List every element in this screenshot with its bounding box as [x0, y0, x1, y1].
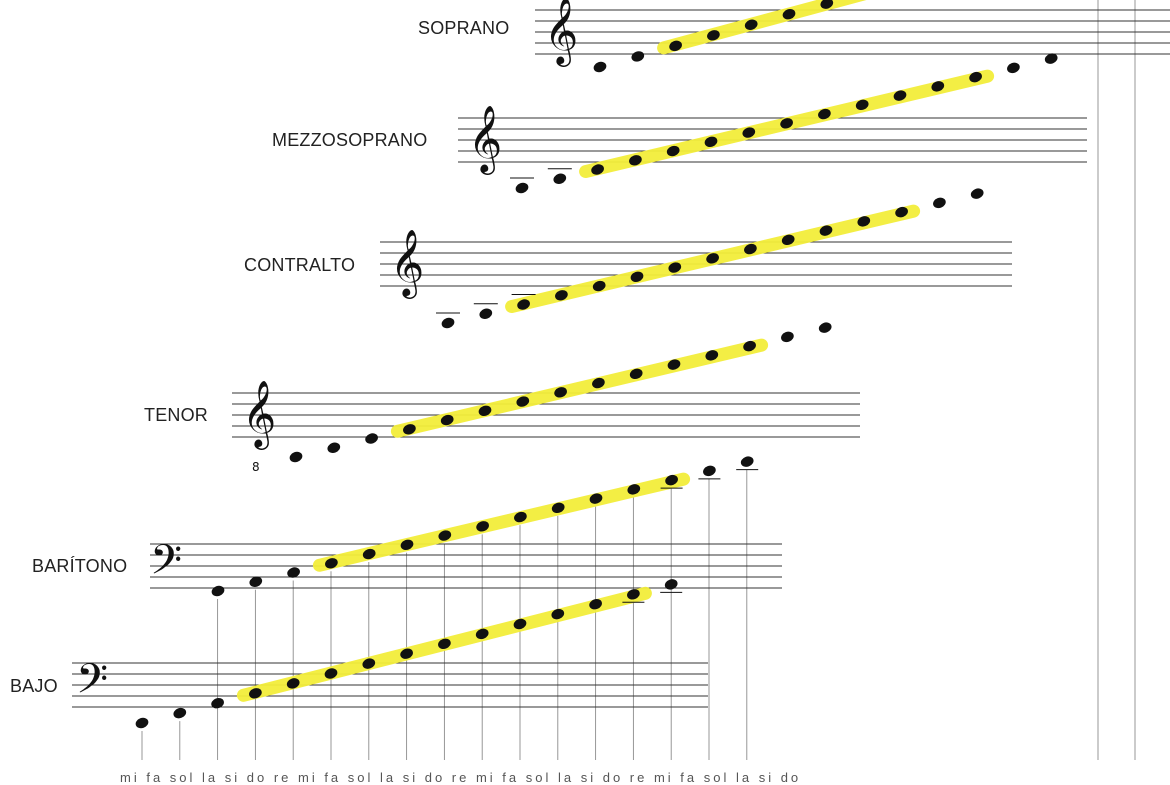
note-head — [514, 181, 530, 195]
note-head — [210, 584, 226, 598]
staff-soprano: 𝄞 — [535, 0, 1170, 74]
treble-clef-icon: 𝄞 — [390, 228, 424, 299]
note-head — [630, 50, 646, 64]
note-head — [969, 187, 985, 201]
note-head — [932, 196, 948, 210]
note-head — [326, 441, 342, 455]
staff-baritono: 𝄢 — [150, 455, 782, 598]
note-head — [780, 330, 796, 344]
voice-label-bajo: BAJO — [10, 676, 58, 697]
octave-eight-mark: 8 — [252, 460, 260, 474]
note-head — [663, 577, 679, 591]
note-head — [172, 706, 188, 720]
comfortable-range-highlight — [664, 0, 1028, 48]
note-head — [817, 321, 833, 335]
bass-clef-icon: 𝄢 — [76, 655, 108, 713]
staff-mezzosoprano: 𝄞 — [458, 52, 1087, 195]
staff-bajo: 𝄢 — [72, 577, 708, 729]
voice-label-tenor: TENOR — [144, 405, 208, 426]
bottom-scale-note-names: mi fa sol la si do re mi fa sol la si do… — [120, 770, 801, 785]
staff-tenor: 𝄞8 — [232, 321, 860, 474]
note-head — [440, 316, 456, 330]
voice-label-baritono: BARÍTONO — [32, 556, 127, 577]
note-head — [210, 696, 226, 710]
note-head — [288, 450, 304, 464]
note-head — [1006, 61, 1022, 75]
treble-clef-icon: 𝄞 — [242, 379, 276, 450]
note-head — [592, 60, 608, 74]
treble-clef-icon: 𝄞 — [544, 0, 578, 67]
note-head — [478, 307, 494, 321]
bass-clef-icon: 𝄢 — [150, 536, 182, 594]
note-head — [134, 716, 150, 730]
staff-contralto: 𝄞 — [380, 187, 1012, 330]
note-head — [552, 172, 568, 186]
voice-label-contralto: CONTRALTO — [244, 255, 355, 276]
treble-clef-icon: 𝄞 — [468, 104, 502, 175]
voice-label-soprano: SOPRANO — [418, 18, 509, 39]
voice-label-mezzosoprano: MEZZOSOPRANO — [272, 130, 427, 151]
note-head — [702, 464, 718, 478]
note-head — [739, 455, 755, 469]
note-head — [364, 432, 380, 446]
